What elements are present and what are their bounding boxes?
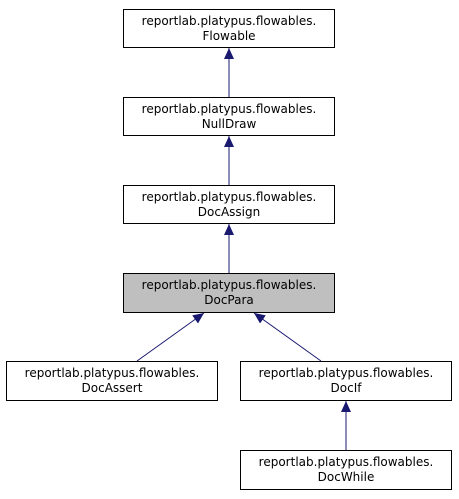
- node-docwhile-package: reportlab.platypus.flowables.: [258, 455, 434, 469]
- edge-docassert-to-docpara: [136, 312, 205, 362]
- node-nulldraw-class: NullDraw: [201, 116, 257, 131]
- node-flowable-package: reportlab.platypus.flowables.: [141, 13, 317, 28]
- node-flowable-class: Flowable: [202, 28, 256, 43]
- node-docpara-class: DocPara: [204, 293, 254, 307]
- node-docpara[interactable]: reportlab.platypus.flowables. DocPara: [123, 273, 335, 313]
- node-docwhile[interactable]: reportlab.platypus.flowables. DocWhile: [240, 450, 452, 490]
- node-docassert-package: reportlab.platypus.flowables.: [24, 366, 200, 380]
- node-nulldraw-package: reportlab.platypus.flowables.: [141, 101, 317, 116]
- node-docpara-package: reportlab.platypus.flowables.: [141, 278, 317, 292]
- node-docif-class: DocIf: [330, 381, 362, 395]
- node-docassign[interactable]: reportlab.platypus.flowables. DocAssign: [123, 185, 335, 224]
- node-flowable[interactable]: reportlab.platypus.flowables. Flowable: [123, 9, 335, 48]
- node-docassign-class: DocAssign: [197, 204, 261, 219]
- node-docassert-class: DocAssert: [81, 381, 143, 395]
- node-nulldraw[interactable]: reportlab.platypus.flowables. NullDraw: [123, 97, 335, 136]
- node-docassign-package: reportlab.platypus.flowables.: [141, 189, 317, 204]
- edge-docif-to-docpara: [253, 312, 322, 362]
- node-docif-package: reportlab.platypus.flowables.: [258, 366, 434, 380]
- node-docwhile-class: DocWhile: [317, 470, 375, 484]
- node-docif[interactable]: reportlab.platypus.flowables. DocIf: [240, 361, 452, 401]
- node-docassert[interactable]: reportlab.platypus.flowables. DocAssert: [6, 361, 218, 401]
